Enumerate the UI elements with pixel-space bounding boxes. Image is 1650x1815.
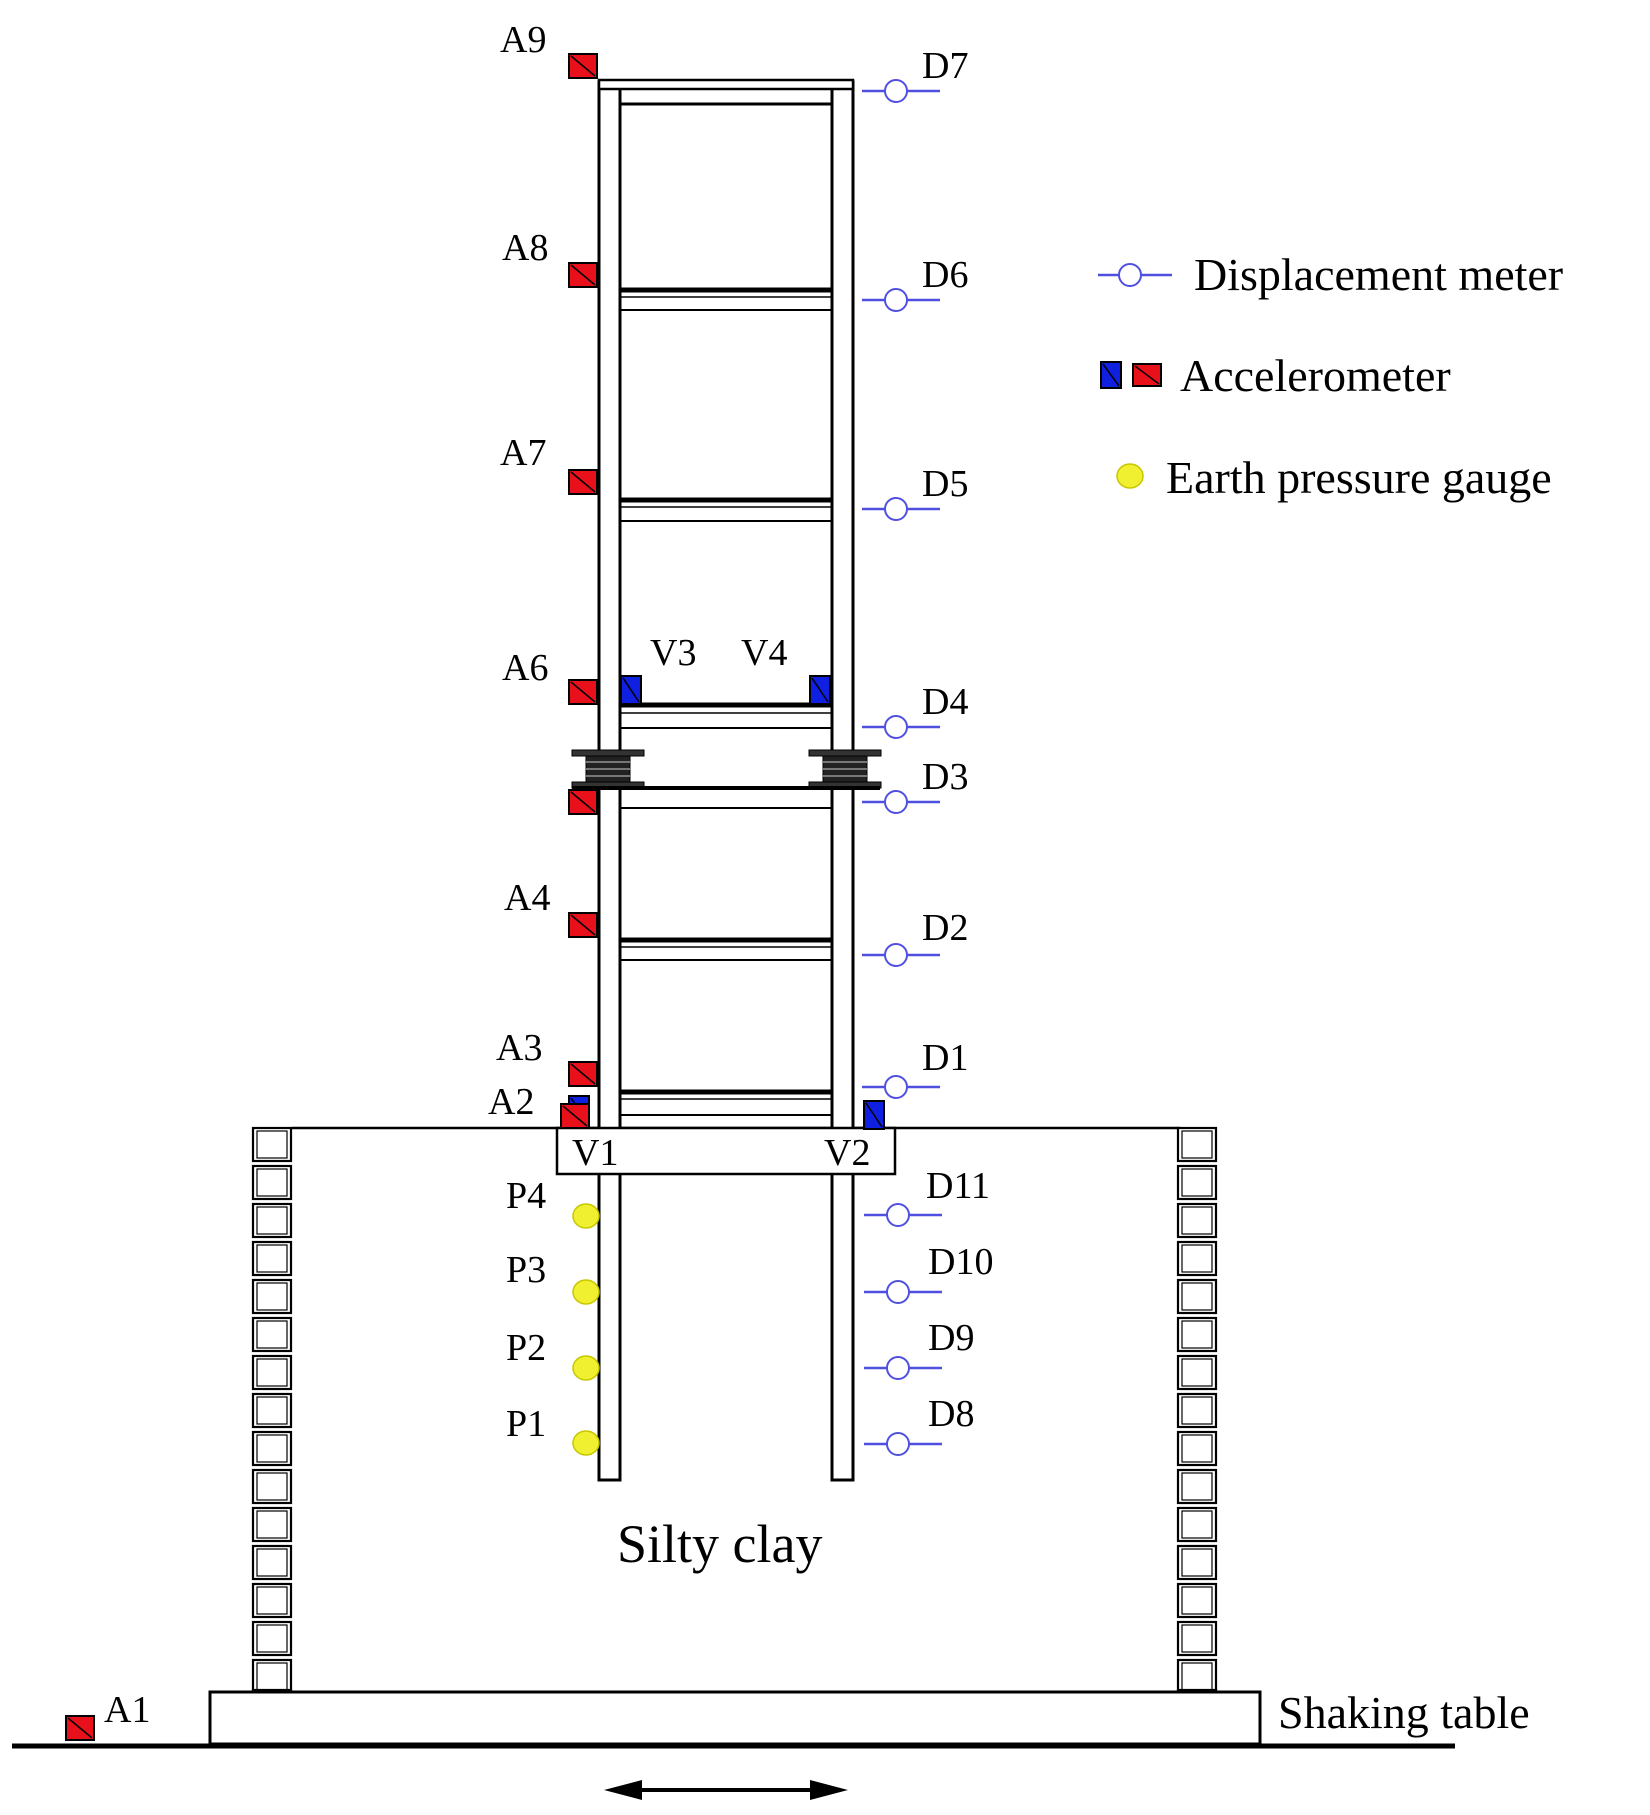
accelerometer-icon [1100, 361, 1162, 389]
accelerometer-vertical [620, 675, 642, 705]
legend-item-accelerometer: Accelerometer [1100, 350, 1451, 401]
label-d3: D3 [922, 756, 968, 798]
label-a1: A1 [104, 1689, 150, 1731]
soil-container [251, 1126, 1218, 1725]
floor-beam [620, 1089, 832, 1116]
displacement-meter [860, 1074, 942, 1100]
earth-pressure-gauges [572, 1203, 600, 1456]
label-a8: A8 [502, 227, 548, 269]
excitation-arrow [604, 1780, 848, 1800]
label-d10: D10 [928, 1241, 993, 1283]
label-p3: P3 [506, 1249, 546, 1291]
floor-beam [620, 497, 832, 522]
displacement-meter [862, 1279, 944, 1305]
soil-label: Silty clay [617, 1514, 822, 1574]
legend: Displacement meter Accelerometer Earth p… [1098, 249, 1563, 503]
label-d9: D9 [928, 1317, 974, 1359]
label-a6: A6 [502, 647, 548, 689]
displacement-meter-icon [1118, 263, 1142, 287]
label-p4: P4 [506, 1175, 546, 1217]
legend-item-displacement: Displacement meter [1098, 249, 1563, 300]
structure-frame [555, 78, 897, 1482]
shaking-table-label: Shaking table [1278, 1687, 1530, 1738]
label-a7: A7 [500, 432, 546, 474]
shaking-table [12, 1690, 1455, 1749]
earth-pressure-gauge [572, 1430, 600, 1456]
floor-beam [620, 937, 832, 961]
label-p2: P2 [506, 1327, 546, 1369]
right-container-wall [1176, 1126, 1218, 1725]
accelerometer-horizontal [568, 262, 598, 288]
displacement-meter [862, 1202, 944, 1228]
label-d6: D6 [922, 254, 968, 296]
label-d8: D8 [928, 1393, 974, 1435]
floor-beam [620, 287, 832, 311]
earth-pressure-gauge [572, 1279, 600, 1305]
accelerometer-vertical [863, 1100, 885, 1130]
accelerometer-horizontal [568, 469, 598, 495]
accelerometer-horizontal [568, 679, 598, 705]
legend-item-pressure: Earth pressure gauge [1116, 452, 1552, 503]
label-v1: V1 [572, 1132, 618, 1174]
label-d2: D2 [922, 907, 968, 949]
label-d7: D7 [922, 45, 968, 87]
isolation-level-beam [620, 702, 832, 729]
label-a4: A4 [504, 877, 550, 919]
earth-pressure-gauge-icon [1116, 463, 1144, 489]
isolation-bearing [571, 749, 645, 789]
label-d4: D4 [922, 681, 968, 723]
accelerometers [65, 53, 885, 1741]
accelerometer-horizontal [568, 53, 598, 79]
legend-pressure-label: Earth pressure gauge [1166, 452, 1552, 503]
accelerometer-vertical [809, 675, 831, 705]
label-v4: V4 [741, 632, 787, 674]
accelerometer-horizontal [560, 1103, 590, 1129]
label-a9: A9 [500, 19, 546, 61]
label-d11: D11 [926, 1165, 990, 1207]
accelerometer-horizontal [568, 789, 598, 815]
isolation-bearing [808, 749, 882, 789]
accelerometer-horizontal [568, 1061, 598, 1087]
legend-displacement-label: Displacement meter [1194, 249, 1563, 300]
left-container-wall [251, 1126, 293, 1725]
label-v3: V3 [650, 632, 696, 674]
accelerometer-horizontal [65, 1715, 95, 1741]
pile-cap [555, 1126, 897, 1176]
label-d1: D1 [922, 1037, 968, 1079]
label-p1: P1 [506, 1403, 546, 1445]
label-a2: A2 [488, 1081, 534, 1123]
earth-pressure-gauge [572, 1355, 600, 1381]
displacement-meter [862, 1355, 944, 1381]
label-d5: D5 [922, 463, 968, 505]
sensor-labels: A9 A8 A7 A6 A4 A3 A2 A1 V1 V2 V3 V4 D7 D… [104, 19, 993, 1731]
legend-accelerometer-label: Accelerometer [1180, 350, 1451, 401]
label-v2: V2 [824, 1132, 870, 1174]
label-a3: A3 [496, 1027, 542, 1069]
earth-pressure-gauge [572, 1203, 600, 1229]
displacement-meter [862, 1431, 944, 1457]
accelerometer-horizontal [568, 912, 598, 938]
